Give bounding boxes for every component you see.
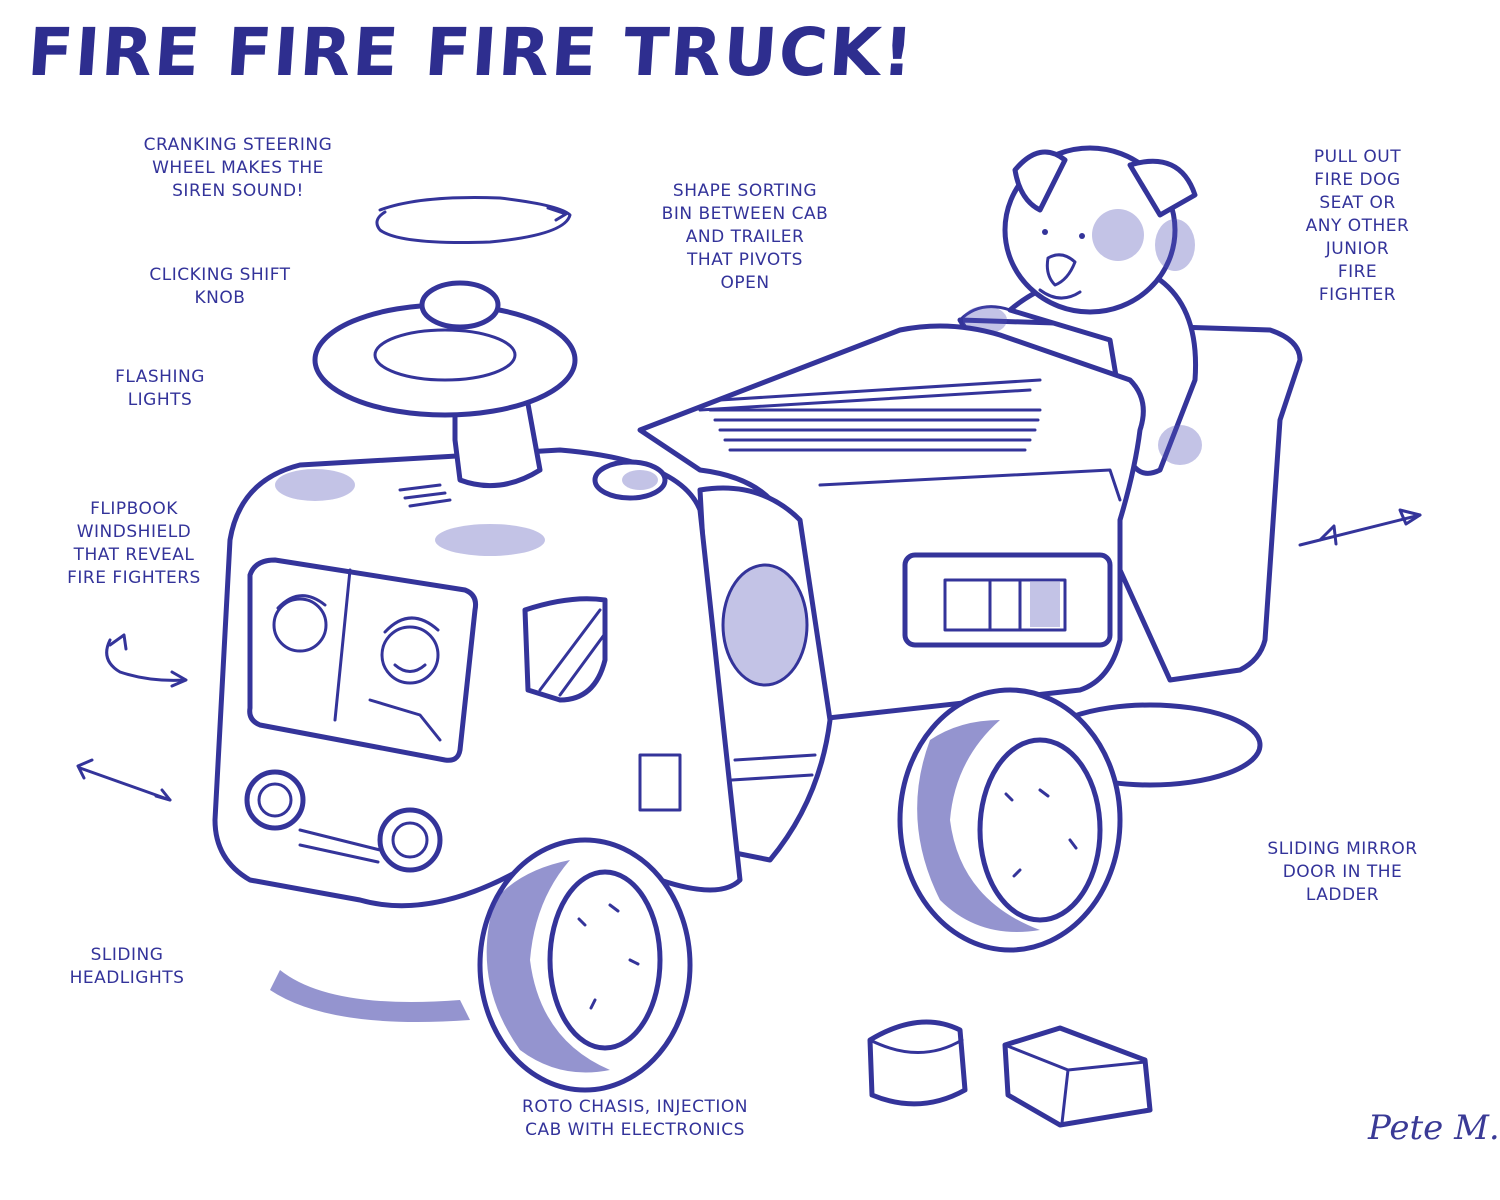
motion-arrows	[76, 196, 1422, 802]
fire-dog-figure	[963, 145, 1202, 476]
annotation-windshield: FLIPBOOK WINDSHIELD THAT REVEAL FIRE FIG…	[67, 499, 201, 588]
artist-signature: Pete M.	[1368, 1108, 1500, 1148]
annotation-fire-dog-seat: PULL OUT FIRE DOG SEAT OR ANY OTHER JUNI…	[1305, 147, 1410, 305]
annotation-mirror-door: SLIDING MIRROR DOOR IN THE LADDER	[1267, 839, 1418, 905]
truck-cab	[212, 447, 743, 909]
cab-side-window	[522, 596, 682, 812]
annotation-shift-knob: CLICKING SHIFT KNOB	[149, 265, 291, 308]
annotation-flashing-lights: FLASHING LIGHTS	[115, 367, 205, 410]
steering-wheel	[312, 280, 668, 501]
truck-rear-body	[637, 323, 1146, 723]
rear-wheel	[897, 687, 1123, 953]
sliding-headlights	[244, 769, 443, 873]
front-wheel	[270, 837, 693, 1093]
annotation-headlights: SLIDING HEADLIGHTS	[69, 945, 185, 988]
annotation-steering-wheel: CRANKING STEERING WHEEL MAKES THE SIREN …	[143, 135, 333, 201]
annotation-chassis: ROTO CHASIS, INJECTION CAB WITH ELECTRON…	[522, 1097, 748, 1140]
flipbook-windshield	[247, 557, 478, 763]
shape-sorter-blocks	[867, 1019, 1153, 1128]
shape-sorting-bin	[697, 485, 833, 863]
annotation-shape-sorting: SHAPE SORTING BIN BETWEEN CAB AND TRAILE…	[661, 181, 829, 293]
